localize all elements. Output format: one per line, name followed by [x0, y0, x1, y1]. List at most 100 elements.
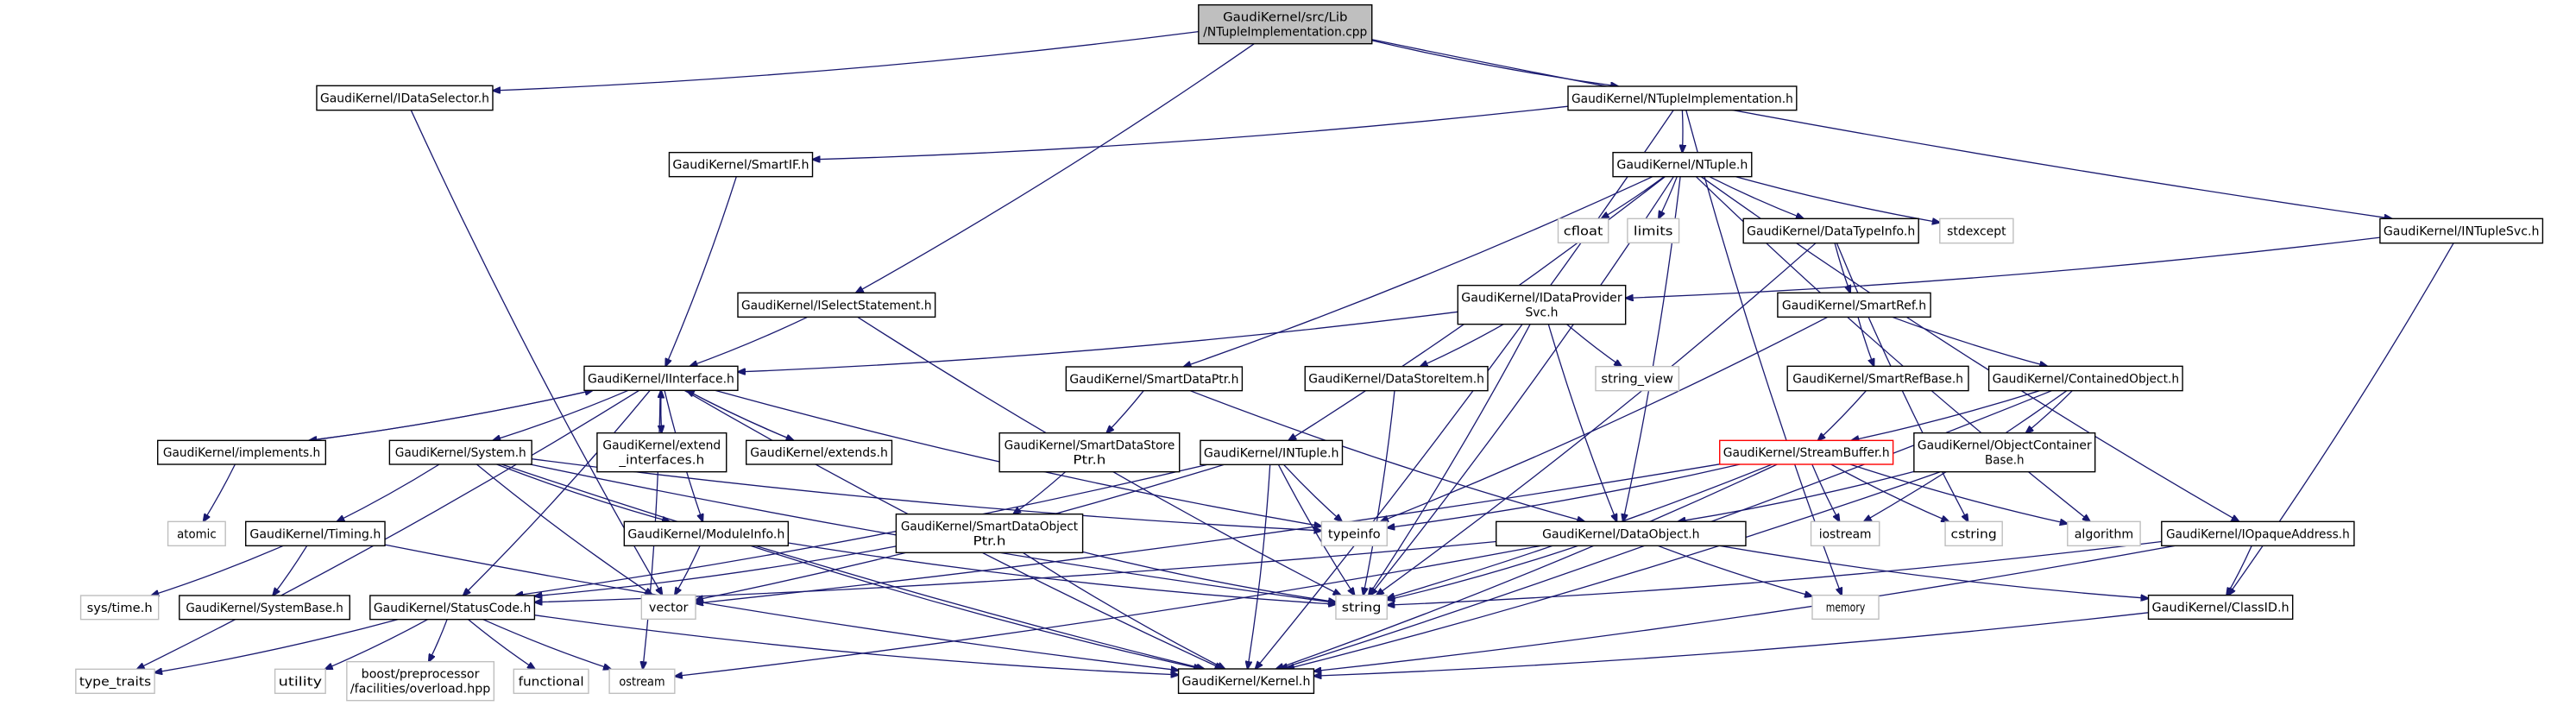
node-stream-buffer[interactable]: GaudiKernel/StreamBuffer.h — [1719, 439, 1894, 465]
node-box — [640, 594, 696, 621]
node-box — [388, 439, 532, 465]
edge-extend-interfaces-to-iinterface — [661, 390, 662, 433]
node-smart-data-ptr[interactable]: GaudiKernel/SmartDataPtr.h — [1065, 366, 1244, 392]
node-system-base[interactable]: GaudiKernel/SystemBase.h — [179, 595, 350, 621]
node-idata-selector[interactable]: GaudiKernel/IDataSelector.h — [316, 85, 494, 111]
node-iopaque-address[interactable]: GaudiKernel/IOpaqueAddress.h — [2161, 520, 2355, 547]
node-box — [274, 668, 326, 695]
node-label: _interfaces.h — [618, 454, 704, 468]
node-intuple-svc[interactable]: GaudiKernel/INTupleSvc.h — [2379, 217, 2544, 244]
node-class-id[interactable]: GaudiKernel/ClassID.h — [2147, 594, 2294, 621]
edge-smart-ref-to-typeinfo — [1381, 316, 1829, 521]
node-memory[interactable]: memory — [1811, 594, 1880, 621]
node-systime[interactable]: sys/time.h — [79, 595, 160, 621]
node-smart-ref-base[interactable]: GaudiKernel/SmartRefBase.h — [1786, 365, 1969, 392]
edge-status-code-to-type-traits — [154, 619, 399, 673]
node-label: GaudiKernel/implements.h — [163, 446, 320, 460]
edge-smart-if-to-iinterface — [665, 176, 737, 367]
node-algorithm[interactable]: algorithm — [2067, 520, 2141, 547]
node-cfloat[interactable]: cfloat — [1557, 217, 1609, 244]
node-atomic[interactable]: atomic — [167, 520, 226, 547]
edge-timing-to-kernel — [384, 544, 1179, 671]
node-ntuple-implementation[interactable]: GaudiKernel/NTupleImplementation.h — [1567, 85, 1798, 111]
edge-object-container-base-to-kernel — [1287, 471, 1941, 669]
node-label: GaudiKernel/src/Lib — [1223, 11, 1348, 25]
node-string-view[interactable]: string_view — [1595, 365, 1680, 392]
edge-intuple-to-status-code — [515, 463, 1208, 596]
node-iostream[interactable]: iostream — [1810, 520, 1880, 547]
node-status-code[interactable]: GaudiKernel/StatusCode.h — [369, 595, 536, 621]
node-ostream[interactable]: ostream — [608, 668, 676, 695]
node-stdexcept[interactable]: stdexcept — [1939, 217, 2014, 244]
edge-module-info-to-vector — [675, 545, 701, 595]
node-box — [346, 660, 495, 702]
node-typeinfo[interactable]: typeinfo — [1320, 520, 1388, 547]
node-box — [623, 520, 790, 547]
edge-data-object-to-string — [1387, 545, 1579, 600]
edge-iinterface-to-status-code — [463, 389, 651, 596]
edge-stream-buffer-to-kernel — [1276, 463, 1778, 669]
edge-implements-to-atomic — [204, 463, 236, 521]
node-box — [316, 85, 494, 111]
node-box — [1320, 520, 1388, 547]
node-box — [179, 595, 350, 621]
edge-stream-buffer-to-typeinfo — [1387, 463, 1741, 528]
edge-iopaque-address-to-class-id — [2226, 545, 2252, 595]
node-data-store-item[interactable]: GaudiKernel/DataStoreItem.h — [1304, 365, 1489, 392]
node-box — [1810, 520, 1880, 547]
node-box — [1987, 365, 2183, 392]
node-label: GaudiKernel/INTupleSvc.h — [2384, 225, 2540, 239]
node-data-type-info[interactable]: GaudiKernel/DataTypeInfo.h — [1742, 217, 1919, 244]
edge-system-to-timing — [337, 463, 440, 521]
node-intuple[interactable]: GaudiKernel/INTuple.h — [1200, 439, 1344, 466]
edge-ntuple-implementation-to-smart-if — [813, 105, 1569, 160]
node-limits[interactable]: limits — [1627, 217, 1680, 244]
node-functional[interactable]: functional — [513, 668, 589, 695]
node-string[interactable]: string — [1335, 594, 1388, 621]
node-module-info[interactable]: GaudiKernel/ModuleInfo.h — [623, 520, 790, 547]
node-label: GaudiKernel/INTuple.h — [1204, 446, 1339, 460]
node-data-object[interactable]: GaudiKernel/DataObject.h — [1496, 520, 1747, 547]
node-label: GaudiKernel/Timing.h — [249, 527, 381, 541]
node-kernel[interactable]: GaudiKernel/Kernel.h — [1177, 668, 1315, 695]
edge-iopaque-address-to-kernel — [1313, 545, 2176, 671]
node-ntuple[interactable]: GaudiKernel/NTuple.h — [1612, 151, 1753, 178]
node-type-traits[interactable]: type_traits — [75, 668, 155, 695]
node-box — [369, 595, 536, 621]
node-system[interactable]: GaudiKernel/System.h — [388, 439, 532, 465]
node-label: cstring — [1951, 527, 1997, 541]
edge-smart-ref-to-smart-ref-base — [1857, 317, 1874, 366]
node-iselect-statement[interactable]: GaudiKernel/ISelectStatement.h — [737, 292, 936, 318]
node-label: /NTupleImplementation.cpp — [1203, 26, 1367, 40]
edge-smart-data-object-ptr-to-kernel — [1022, 552, 1225, 669]
node-utility[interactable]: utility — [274, 668, 326, 695]
node-label: typeinfo — [1328, 527, 1381, 541]
node-cstring[interactable]: cstring — [1944, 520, 2003, 547]
node-iinterface[interactable]: GaudiKernel/IInterface.h — [583, 365, 739, 392]
node-box — [1304, 365, 1489, 392]
edge-root-to-iselect-statement — [856, 43, 1255, 293]
node-box — [1200, 439, 1344, 466]
node-timing[interactable]: GaudiKernel/Timing.h — [245, 520, 386, 547]
node-label: GaudiKernel/IDataSelector.h — [320, 92, 489, 106]
node-label: GaudiKernel/SmartRef.h — [1782, 299, 1926, 312]
node-smart-ref[interactable]: GaudiKernel/SmartRef.h — [1777, 292, 1931, 318]
node-overload[interactable]: boost/preprocessor/facilities/overload.h… — [346, 660, 495, 702]
node-vector[interactable]: vector — [640, 594, 696, 621]
node-box — [79, 595, 160, 621]
node-label: GaudiKernel/SmartDataObject — [901, 520, 1079, 534]
edge-intuple-svc-to-class-id — [2228, 243, 2454, 596]
node-implements[interactable]: GaudiKernel/implements.h — [157, 439, 327, 465]
node-smart-if[interactable]: GaudiKernel/SmartIF.h — [668, 151, 814, 178]
node-box — [1742, 217, 1919, 244]
node-contained-object[interactable]: GaudiKernel/ContainedObject.h — [1987, 365, 2183, 392]
node-extends[interactable]: GaudiKernel/extends.h — [745, 439, 893, 465]
node-box — [157, 439, 327, 465]
node-extend-interfaces[interactable]: GaudiKernel/extend_interfaces.h — [596, 432, 727, 473]
edge-timing-to-systime — [151, 545, 284, 596]
